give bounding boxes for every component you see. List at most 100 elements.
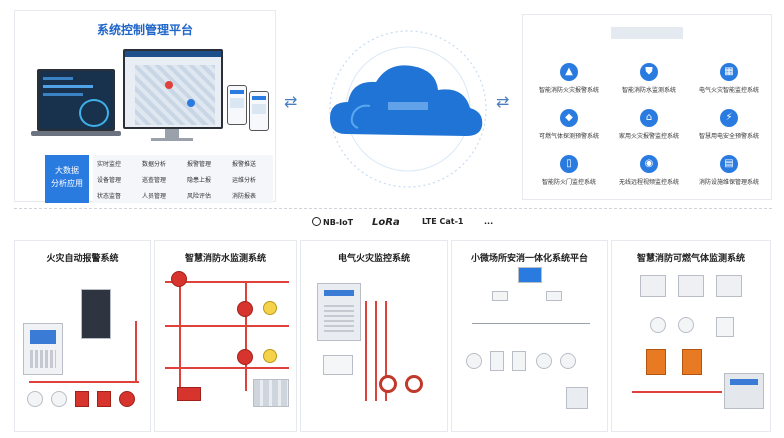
water-tank-icon [253, 379, 289, 407]
pressure-gauge-icon [263, 349, 277, 363]
pipe-top [165, 281, 289, 283]
system-label: 家用火灾报警监控系统 [618, 133, 679, 140]
explosion-proof-detector-icon [646, 349, 666, 375]
gas-detector-icon [650, 317, 666, 333]
exhaust-fan-icon [678, 275, 704, 297]
system-power-safety: ⚡ 智慧用电安全预警系统 [689, 109, 769, 140]
signal-line [632, 391, 722, 393]
function-item: 人员管理 [142, 192, 167, 200]
function-item: 隐患上报 [187, 176, 212, 184]
panel-title: 小微场所安消一体化系统平台 [470, 254, 588, 264]
nbiot-icon [312, 217, 321, 226]
system-electrical: ▦ 电气火灾智能监控系统 [689, 63, 769, 94]
nbiot-logo: NB-IoT [312, 217, 353, 227]
distribution-cabinet-icon [317, 283, 361, 341]
heat-detector-icon [51, 391, 67, 407]
function-grid: 实时监控 数据分析 报警管理 报警推送 设备管理 巡查管理 隐患上报 运维分析 … [93, 155, 273, 203]
function-item: 巡查管理 [142, 176, 167, 184]
platform-screen-icon [518, 267, 542, 283]
system-fire-door: ▯ 智能防火门监控系统 [529, 155, 609, 186]
link-line [472, 323, 590, 324]
function-item: 风险评估 [187, 192, 212, 200]
riser-left [179, 281, 181, 391]
panel-title: 智慧消防可燃气体监测系统 [636, 254, 745, 264]
system-water-monitor: ⛊智能消防水监测系统 [609, 63, 689, 94]
pressure-gauge-icon [263, 301, 277, 315]
system-label: 智能消防水监测系统 [621, 87, 676, 94]
panel-title: 智慧消防水监测系统 [184, 254, 266, 264]
gas-detector-icon [678, 317, 694, 333]
power-icon: ⚡ [720, 109, 738, 127]
system-label: 智慧用电安全预警系统 [698, 133, 759, 140]
nbiot-label: NB-IoT [323, 218, 354, 227]
function-item: 实时监控 [97, 160, 122, 168]
systems-header-blur [611, 27, 683, 39]
controller-icon [566, 387, 588, 409]
system-gas: ◆可燃气体探测预警系统 [529, 109, 609, 140]
panel-small-venue: 小微场所安消一体化系统平台 [451, 240, 608, 432]
system-label: 智能防火门监控系统 [541, 179, 596, 186]
function-item: 设备管理 [97, 176, 122, 184]
current-transformer-icon [379, 375, 397, 393]
monitor-stand [165, 129, 179, 139]
pipe-low [165, 367, 289, 369]
pipe-mid [165, 325, 289, 327]
system-label: 无线远程视频监控系统 [618, 179, 679, 186]
panel-gas-monitor: 智慧消防可燃气体监测系统 [611, 240, 771, 432]
function-item: 报警管理 [187, 160, 212, 168]
bus-line-h [29, 381, 139, 383]
valve-icon [237, 349, 253, 365]
system-label: 可燃气体探测预警系统 [538, 133, 599, 140]
sensor-icon [512, 351, 526, 371]
flame-icon: ▲ [560, 63, 578, 81]
panel-title: 火灾自动报警系统 [46, 254, 119, 264]
gateway-icon [492, 291, 508, 301]
function-item: 运维分析 [232, 176, 257, 184]
sounder-icon [119, 391, 135, 407]
alarm-controller-icon [716, 317, 734, 337]
riser-right [245, 281, 247, 391]
cloud-server-icon [546, 291, 562, 301]
sensor-icon [490, 351, 504, 371]
home-icon: ⌂ [640, 109, 658, 127]
control-panel [23, 323, 63, 375]
smoke-detector-icon [466, 353, 482, 369]
explosion-proof-detector-icon [682, 349, 702, 375]
system-label: 智能消防火灾报警系统 [538, 87, 599, 94]
manual-call-point-icon [75, 391, 89, 407]
left-exchange-arrow: ⇄ [284, 92, 298, 111]
wire-3 [385, 301, 387, 401]
phone-2 [249, 91, 269, 131]
platform-title: 系统控制管理平台 [96, 23, 193, 37]
function-item: 报警推送 [232, 160, 257, 168]
function-item: 消防报表 [232, 192, 257, 200]
smoke-detector-icon [27, 391, 43, 407]
wire-2 [375, 301, 377, 401]
exhaust-fan-icon [640, 275, 666, 297]
valve-icon [237, 301, 253, 317]
cloud-diagram [329, 30, 487, 188]
panel-electrical: 电气火灾监控系统 [300, 240, 448, 432]
desktop-monitor [123, 49, 223, 129]
lora-logo: LoRa [372, 217, 400, 228]
function-item: 状态监督 [97, 192, 122, 200]
panel-title: 电气火灾监控系统 [337, 254, 410, 264]
camera-icon: ◉ [640, 155, 658, 173]
alarm-host [81, 289, 111, 339]
system-home-alarm: ⌂ 家用火灾报警监控系统 [609, 109, 689, 140]
maintenance-icon: ▤ [720, 155, 738, 173]
temperature-sensor-icon [405, 375, 423, 393]
system-label: 电气火灾智能监控系统 [698, 87, 759, 94]
systems-panel: ▲ 智能消防火灾报警系统 ⛊智能消防水监测系统 ▦ 电气火灾智能监控系统 ◆可燃气体… [522, 14, 772, 200]
electric-cabinet-icon: ▦ [720, 63, 738, 81]
lte-label: LTE Cat-1 [422, 217, 464, 226]
phone-1 [227, 85, 247, 125]
system-maintenance: ▤ 消防设施维保管理系统 [689, 155, 769, 186]
camera-icon [560, 353, 576, 369]
system-fire-alarm: ▲ 智能消防火灾报警系统 [529, 63, 609, 94]
exhaust-fan-icon [716, 275, 742, 297]
panel-fire-alarm: 火灾自动报警系统 [14, 240, 151, 432]
door-icon: ▯ [560, 155, 578, 173]
system-label: 消防设施维保管理系统 [698, 179, 759, 186]
bigdata-label-1: 大数据 [55, 166, 79, 175]
